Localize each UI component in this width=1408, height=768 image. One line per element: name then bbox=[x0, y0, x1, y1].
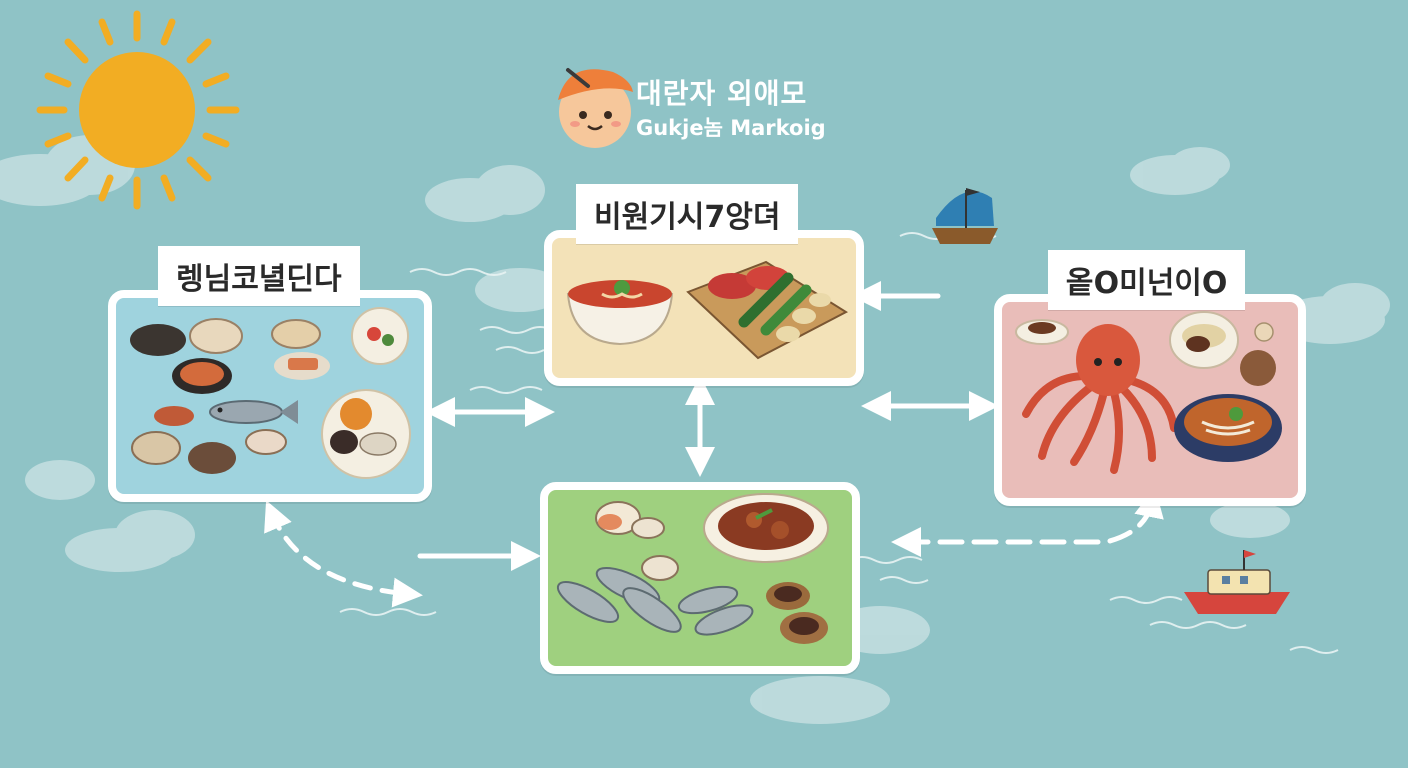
fish-market-illustration bbox=[556, 493, 829, 644]
panel-bottom-fish-market bbox=[540, 482, 860, 674]
panel-left-shellfish bbox=[108, 290, 432, 502]
brand-subtitle: Gukje놈 Markoig bbox=[636, 116, 826, 140]
octopus-icon bbox=[1022, 372, 1178, 474]
panel-left-label: 렝님코녈딘다 bbox=[158, 246, 360, 306]
panel-right-octopus bbox=[994, 294, 1306, 506]
brand-title: 대란자 외애모 bbox=[636, 77, 808, 110]
soup-grill-illustration bbox=[566, 260, 849, 360]
bowl-icon bbox=[566, 280, 674, 346]
arrow-dashed-left bbox=[264, 500, 423, 608]
fish-icon bbox=[556, 566, 754, 636]
clam-icon bbox=[595, 501, 679, 581]
sun-icon bbox=[36, 10, 240, 210]
sailboat-icon bbox=[932, 188, 998, 244]
clam-icon bbox=[130, 318, 321, 474]
arrow-dashed-right bbox=[891, 487, 1164, 557]
panel-right-label: 옽O미넌이O bbox=[1048, 250, 1246, 310]
mascot-icon bbox=[558, 68, 633, 148]
flow-arrows bbox=[264, 281, 1164, 608]
panel-top-label: 비원기시7앙뎌 bbox=[576, 184, 799, 244]
ferry-icon bbox=[1184, 550, 1290, 614]
panel-top-soup-grill bbox=[544, 230, 864, 386]
octopus-illustration bbox=[1015, 311, 1282, 474]
shellfish-illustration bbox=[130, 307, 411, 479]
fish-icon bbox=[209, 400, 298, 424]
